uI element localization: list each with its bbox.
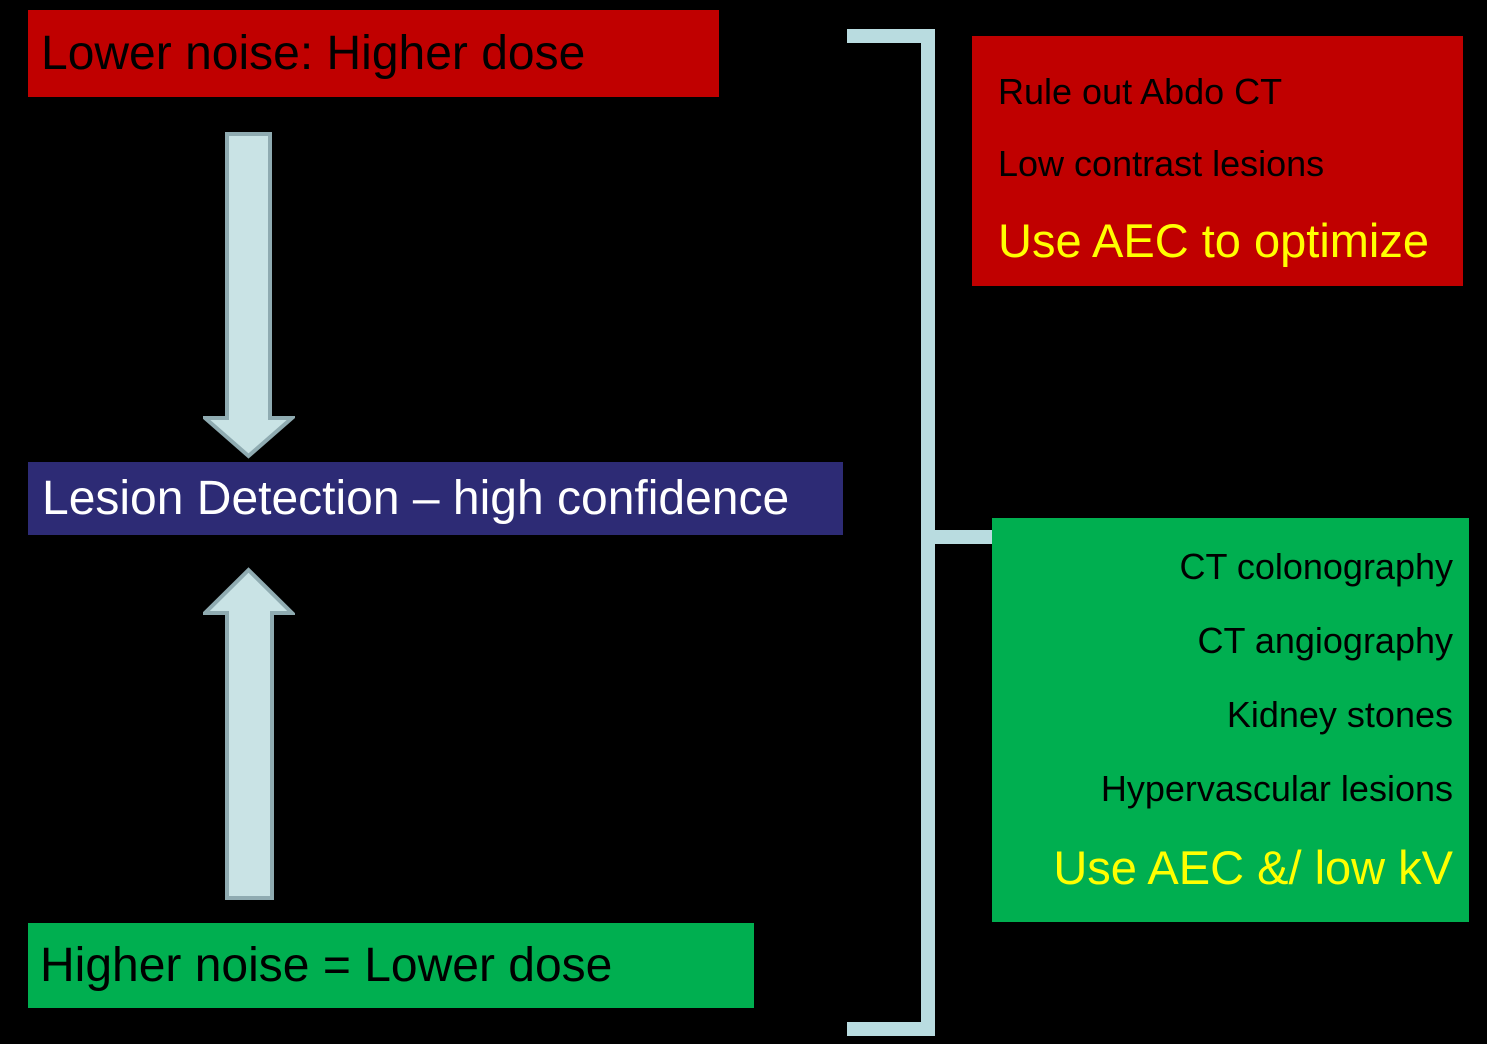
lesion-detection-label: Lesion Detection – high confidence [42, 472, 790, 525]
lower-noise-box: Lower noise: Higher dose [28, 10, 719, 97]
higher-noise-label: Higher noise = Lower dose [40, 939, 613, 992]
low-dose-panel: CT colonography CT angiography Kidney st… [992, 518, 1469, 922]
bracket-vertical-bar [921, 29, 935, 1036]
low-dose-line: Kidney stones [1226, 694, 1453, 735]
bracket-top-arm [847, 29, 935, 43]
down-arrow-icon [203, 132, 295, 459]
high-dose-panel: Rule out Abdo CT Low contrast lesions Us… [972, 36, 1463, 286]
low-dose-highlight: Use AEC &/ low kV [1053, 841, 1453, 894]
up-arrow-icon [203, 567, 295, 900]
low-dose-line: CT angiography [1197, 620, 1454, 661]
bracket-middle-connector [930, 530, 992, 544]
high-dose-line: Rule out Abdo CT [998, 71, 1283, 112]
high-dose-line: Low contrast lesions [998, 143, 1325, 184]
low-dose-line: CT colonography [1179, 546, 1454, 587]
bracket-bottom-arm [847, 1022, 935, 1036]
low-dose-line: Hypervascular lesions [1100, 768, 1453, 809]
higher-noise-box: Higher noise = Lower dose [28, 923, 754, 1008]
lesion-detection-box: Lesion Detection – high confidence [28, 462, 843, 535]
high-dose-highlight: Use AEC to optimize [998, 214, 1430, 267]
lower-noise-label: Lower noise: Higher dose [41, 27, 586, 80]
